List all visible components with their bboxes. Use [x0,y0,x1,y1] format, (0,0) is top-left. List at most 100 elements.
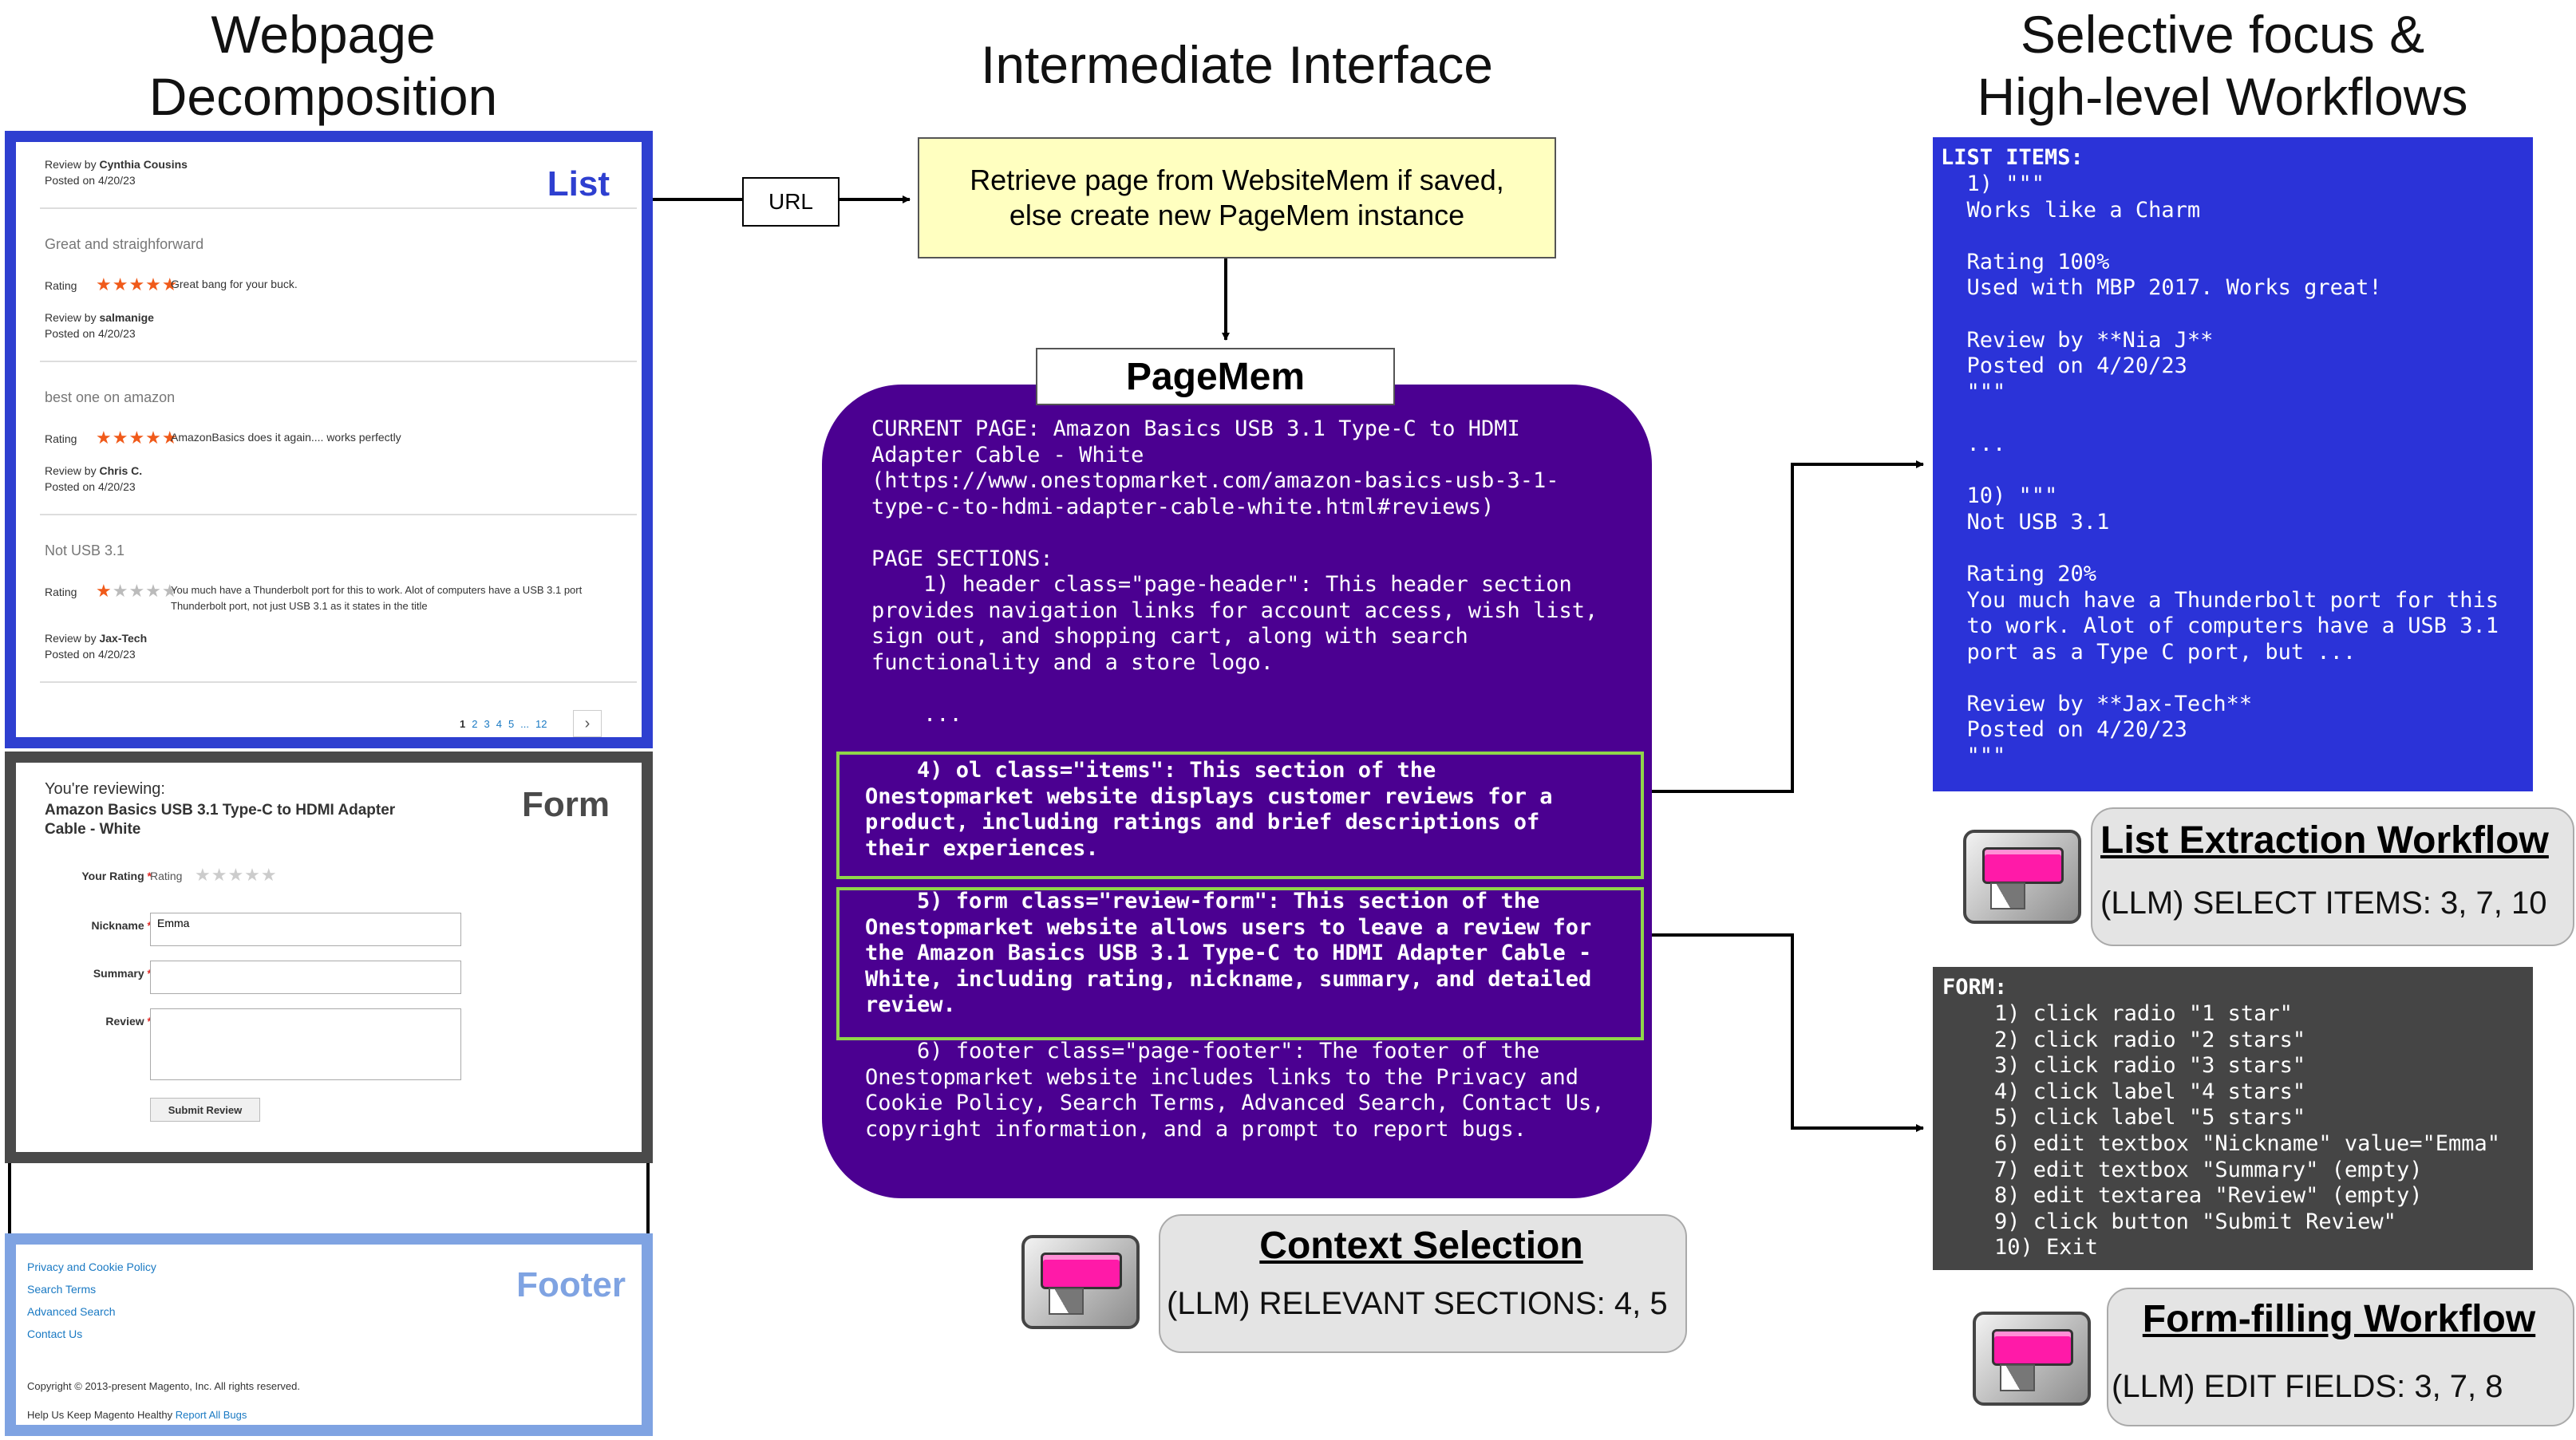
webpage-list-panel: List Review by Cynthia Cousins Posted on… [5,131,653,748]
summary-label: Summary * [16,967,152,980]
form-workflow-sub: (LLM) EDIT FIELDS: 3, 7, 8 [2112,1369,2503,1404]
llm-icon [1021,1235,1140,1329]
heading-webpage-decomposition: Webpage Decomposition [148,5,498,126]
review-author: Jax-Tech [99,632,148,645]
review-textarea[interactable] [150,1008,461,1080]
section-4-text: 4) ol class="items": This section of the… [865,758,1553,861]
required-mark: * [148,967,152,980]
review-by-prefix: Review by [45,158,100,171]
review-divider [40,361,637,362]
reviewing-label: You're reviewing: [45,780,165,798]
section-6-text: 6) footer class="page-footer": The foote… [865,1039,1605,1142]
your-rating-text: Your Rating [81,870,144,882]
list-tag: List [547,164,610,203]
form-fields-body: 1) click radio "1 star" 2) click radio "… [1994,1001,2500,1260]
section-4-highlight [836,752,1644,879]
required-mark: * [147,870,152,882]
review-divider [40,514,637,515]
footer-help-text: Help Us Keep Magento Healthy [27,1409,173,1421]
nickname-field[interactable]: Emma [150,913,461,946]
review-author: Chris C. [99,464,143,477]
page-ellipsis: ... [520,718,530,730]
required-mark: * [148,1015,152,1028]
form-tag: Form [522,785,610,824]
chevron-right-icon[interactable]: › [573,710,602,737]
page-link[interactable]: 4 [496,718,502,730]
submit-review-button[interactable]: Submit Review [150,1098,260,1122]
review-label: Review * [16,1015,152,1028]
review-divider [40,681,637,683]
footer-link[interactable]: Search Terms [27,1283,97,1296]
list-workflow-box [2091,807,2574,946]
review-posted: Posted on 4/20/23 [45,327,136,340]
retrieve-box: Retrieve page from WebsiteMem if saved, … [918,137,1556,258]
list-items-box [1933,137,2533,791]
review-text: You much have a Thunderbolt port for thi… [171,584,583,612]
form-fields-header: FORM: [1942,975,2008,1000]
report-bugs-link[interactable]: Report All Bugs [175,1409,247,1421]
footer-link[interactable]: Contact Us [27,1328,83,1340]
llm-icon [1963,830,2081,924]
page-link[interactable]: 2 [472,718,478,730]
llm-icon-stripe [2000,1364,2035,1391]
footer-link[interactable]: Advanced Search [27,1305,116,1318]
list-items-body: 1) """ Works like a Charm Rating 100% Us… [1966,172,2499,769]
review-author: Cynthia Cousins [99,158,188,171]
llm-icon-bar [1982,847,2064,884]
review-divider [40,207,637,209]
review-author-line: Review by salmanige [45,311,154,324]
footer-link[interactable]: Privacy and Cookie Policy [27,1260,156,1273]
form-workflow-box [2107,1288,2574,1426]
arrow-section5-to-form [1636,933,1924,1132]
summary-text: Summary [93,967,144,980]
review-posted: Posted on 4/20/23 [45,648,136,661]
webpage-footer-panel: Footer Privacy and Cookie Policy Search … [5,1233,653,1436]
review-posted: Posted on 4/20/23 [45,174,136,187]
context-selection-title: Context Selection [1259,1225,1583,1267]
review-by-prefix: Review by [45,311,100,324]
heading-selective-focus: Selective focus & High-level Workflows [1977,5,2468,126]
review-by-prefix: Review by [45,632,100,645]
review-rating-label: Rating [45,586,77,598]
review-rating-label: Rating [45,432,77,445]
page-link[interactable]: 5 [508,718,515,730]
page-link[interactable]: 1 [460,718,466,730]
footer-help-line: Help Us Keep Magento Healthy Report All … [27,1409,247,1421]
pagemem-intro: CURRENT PAGE: Amazon Basics USB 3.1 Type… [871,416,1598,727]
review-author-line: Review by Jax-Tech [45,632,147,645]
llm-icon-bar [1041,1253,1122,1289]
context-selection-box [1159,1214,1687,1353]
section-5-highlight [836,887,1644,1040]
summary-field[interactable] [150,961,461,994]
review-title: Great and straighforward [45,236,204,252]
pagination: 1 2 3 4 5 ... 12 [460,718,547,730]
url-box: URL [742,177,840,227]
llm-icon [1973,1312,2091,1406]
rating-stars-input[interactable]: ★★★★★ [195,865,278,885]
review-author-line: Review by Cynthia Cousins [45,158,188,171]
section-5-text: 5) form class="review-form": This sectio… [865,889,1592,1017]
heading-intermediate-interface: Intermediate Interface [980,35,1494,94]
llm-icon-stripe [1990,882,2025,909]
arrow-section4-to-list [1636,460,1924,793]
review-stars: ★★★★★ [96,428,179,448]
your-rating-label: Your Rating * [16,870,152,882]
review-author-line: Review by Chris C. [45,464,142,477]
review-text: AmazonBasics does it again.... works per… [171,431,401,444]
rating-word: Rating [150,870,183,882]
footer-tag: Footer [516,1265,626,1304]
review-text-label: Review [105,1015,144,1028]
context-selection-sub: (LLM) RELEVANT SECTIONS: 4, 5 [1167,1286,1668,1321]
page-link[interactable]: 12 [535,718,547,730]
list-workflow-title: List Extraction Workflow [2100,819,2549,862]
pagemem-label: PageMem [1036,348,1395,405]
form-workflow-title: Form-filling Workflow [2142,1298,2536,1340]
pagemem-container [822,385,1652,1198]
page-link[interactable]: 3 [484,718,490,730]
nickname-label: Nickname * [16,919,152,932]
review-stars: ★★★★★ [96,274,179,294]
review-stars: ★★★★★ [96,581,179,601]
footer-copyright: Copyright © 2013-present Magento, Inc. A… [27,1380,300,1392]
llm-icon-bar [1992,1329,2073,1366]
